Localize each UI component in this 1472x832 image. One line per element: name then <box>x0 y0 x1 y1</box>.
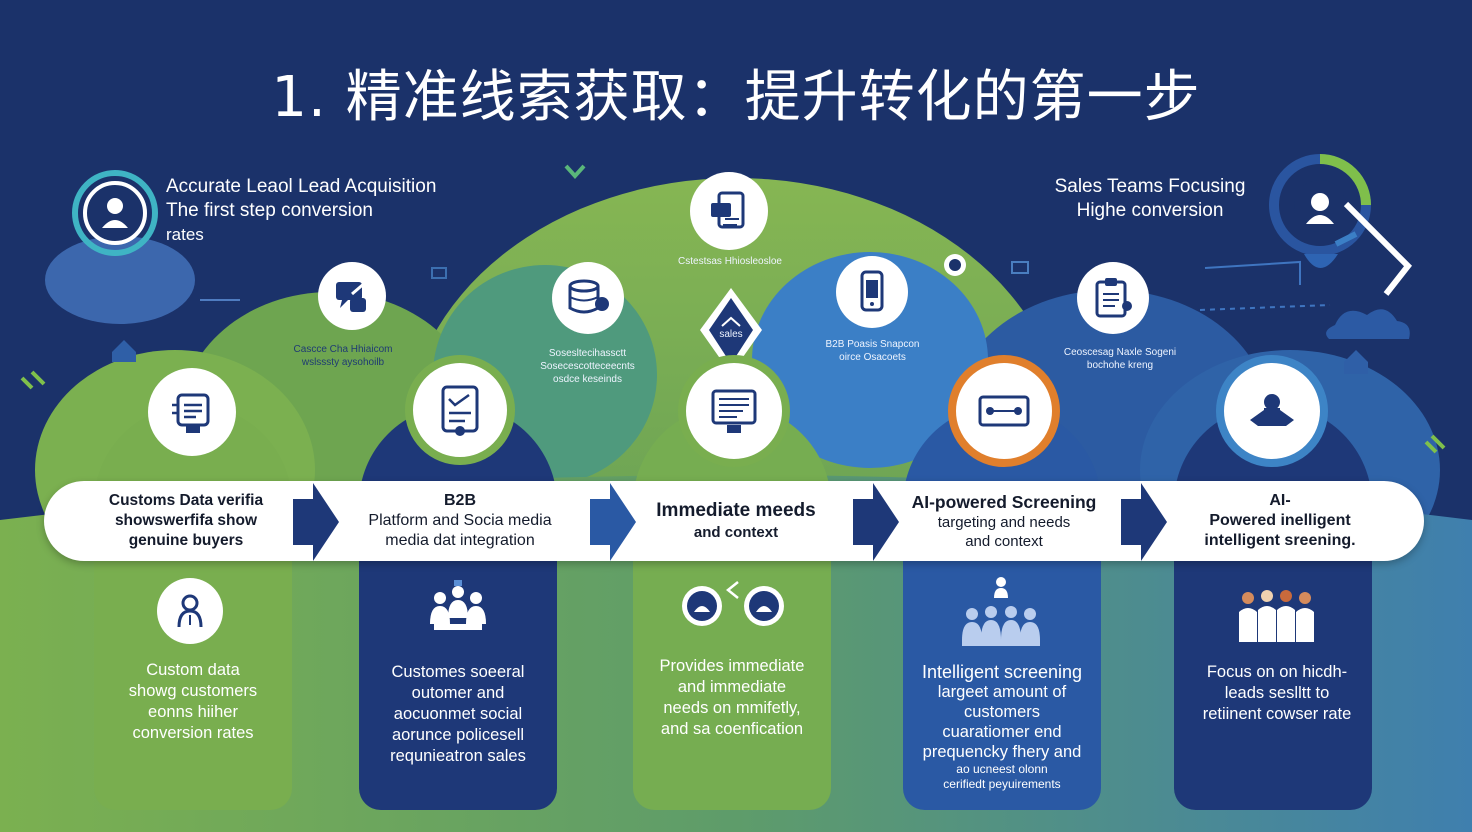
description-line: leads seslltt to <box>1224 684 1330 702</box>
crowd-icon <box>958 574 1044 650</box>
chat-hand-icon <box>318 262 386 330</box>
description-line: cuaratiomer end <box>942 723 1062 741</box>
step-line: AI-powered Screening <box>911 492 1097 512</box>
caption-line: Sosesltecihassctt <box>548 348 627 359</box>
flow-arrow-1 <box>293 483 339 561</box>
caption-line: osdce keseinds <box>553 374 622 385</box>
step-description-2: Customes soeeral outomer and aocuonmet s… <box>359 662 557 767</box>
description-line: Intelligent screening <box>921 662 1083 682</box>
database-icon <box>552 262 624 334</box>
monitor-icon <box>678 355 790 467</box>
sales-diamond <box>698 286 764 378</box>
step-line: Platform and Socia media <box>368 512 552 529</box>
left-avatar-ring <box>70 168 160 258</box>
step-description-5: Focus on on hicdh- leads seslltt to reti… <box>1174 662 1380 725</box>
buyer-icon <box>157 578 223 644</box>
step-line: intelligent sreening. <box>1204 532 1356 549</box>
step-line: Customs Data verifia <box>108 492 264 509</box>
step-label-1: Customs Data verifia showswerfifa show g… <box>78 488 294 554</box>
phone-icon <box>836 256 908 328</box>
description-line: needs on mmifetly, <box>663 699 801 717</box>
filter-icon <box>948 355 1060 467</box>
cloud-icon <box>1216 355 1328 467</box>
caption-line: Cascce Cha Hhiaicom <box>293 344 393 355</box>
caption-line: bochohe kreng <box>1086 360 1154 371</box>
step-column-5 <box>1174 405 1372 810</box>
description-line: Custom data <box>146 661 240 679</box>
chat-faces-icon <box>680 578 790 634</box>
step-label-5: AI- Powered inelligent intelligent sreen… <box>1168 488 1392 554</box>
clipboard-icon <box>1077 262 1149 334</box>
crowd-icon <box>1236 586 1316 644</box>
description-line: Focus on on hicdh- <box>1206 663 1348 681</box>
step-line: and context <box>693 524 779 541</box>
step-description-1: Custom data showg customers eonns hiiher… <box>94 660 292 744</box>
right-caption-line: Highe conversion <box>1076 200 1224 221</box>
database-caption: Sosesltecihassctt Sosecescotteceecnts os… <box>505 347 670 386</box>
right-avatar <box>1276 162 1416 302</box>
flow-arrow-4 <box>1121 483 1167 561</box>
checklist-icon <box>405 355 515 465</box>
step-line: media dat integration <box>385 532 535 549</box>
left-hill-caption: Cascce Cha Hhiaicom wslsssty aysohoilb <box>268 343 418 369</box>
description-line: ao ucneest olonn <box>956 762 1048 776</box>
diamond-caption: sales <box>719 329 743 340</box>
flow-arrow-2 <box>590 483 636 561</box>
description-line: conversion rates <box>132 724 254 742</box>
step-line: genuine buyers <box>128 532 244 549</box>
caption-line: B2B Poasis Snapcon <box>825 339 920 350</box>
caption-line: Sosecescotteceecnts <box>540 361 635 372</box>
robot-icon <box>148 368 236 456</box>
description-line: aorunce policesell <box>391 726 525 744</box>
description-line: retiinent cowser rate <box>1202 705 1352 723</box>
description-line: and sa coenfication <box>660 720 804 738</box>
step-label-4: AI-powered Screening targeting and needs… <box>893 488 1115 554</box>
right-caption-line: Sales Teams Focusing <box>1054 176 1246 197</box>
left-caption-line: The first step conversion <box>166 200 373 221</box>
step-column-3 <box>633 405 831 810</box>
step-line: AI- <box>1269 492 1291 509</box>
step-line: showswerfifa show <box>114 512 258 529</box>
step-description-3: Provides immediate and immediate needs o… <box>633 656 831 740</box>
step-label-2: B2B Platform and Socia media media dat i… <box>342 488 578 554</box>
caption-line: Ceoscesag Naxle Sogeni <box>1063 347 1177 358</box>
caption-line: wslsssty aysohoilb <box>301 357 385 368</box>
step-line: and context <box>965 533 1043 550</box>
center-top-caption: Cstestsas Hhiosleosloe <box>678 256 782 267</box>
step-description-4: Intelligent screening largeet amount of … <box>903 662 1101 792</box>
description-line: customers <box>963 703 1041 721</box>
description-line: largeet amount of <box>937 683 1067 701</box>
description-line: outomer and <box>411 684 505 702</box>
step-label-3: Immediate meeds and context <box>625 488 847 554</box>
step-line: Powered inelligent <box>1209 512 1351 529</box>
document-icon <box>690 172 768 250</box>
right-hill-caption: Ceoscesag Naxle Sogeni bochohe kreng <box>1040 346 1200 372</box>
person-icon <box>102 198 128 228</box>
description-line: showg customers <box>128 682 258 700</box>
caption-line: oirce Osacoets <box>839 352 906 363</box>
description-line: and immediate <box>677 678 787 696</box>
right-corner-caption: Sales Teams Focusing Highe conversion <box>1030 175 1270 223</box>
description-line: aocuonmet social <box>393 705 523 723</box>
page-title: 1. 精准线索获取：提升转化的第一步 <box>271 65 1201 130</box>
step-line: Immediate meeds <box>656 500 816 521</box>
flow-arrow-3 <box>853 483 899 561</box>
step-column-4 <box>903 405 1101 810</box>
description-line: requnieatron sales <box>390 747 526 765</box>
left-caption-line: rates <box>166 225 204 244</box>
left-corner-caption: Accurate Leaol Lead Acquisition The firs… <box>166 175 436 247</box>
step-line: targeting and needs <box>937 514 1071 531</box>
person-icon <box>1306 193 1334 224</box>
description-line: cerifiedt peyuirements <box>943 777 1061 791</box>
process-flow-bar <box>44 481 1424 561</box>
description-line: prequencky fhery and <box>922 743 1082 761</box>
description-line: Customes soeeral <box>391 663 525 681</box>
step-line: B2B <box>443 492 476 509</box>
left-caption-line: Accurate Leaol Lead Acquisition <box>166 176 437 197</box>
b2b-caption: B2B Poasis Snapcon oirce Osacoets <box>790 338 955 364</box>
description-line: eonns hiiher <box>148 703 238 721</box>
team-icon <box>424 578 492 638</box>
description-line: Provides immediate <box>659 657 805 675</box>
